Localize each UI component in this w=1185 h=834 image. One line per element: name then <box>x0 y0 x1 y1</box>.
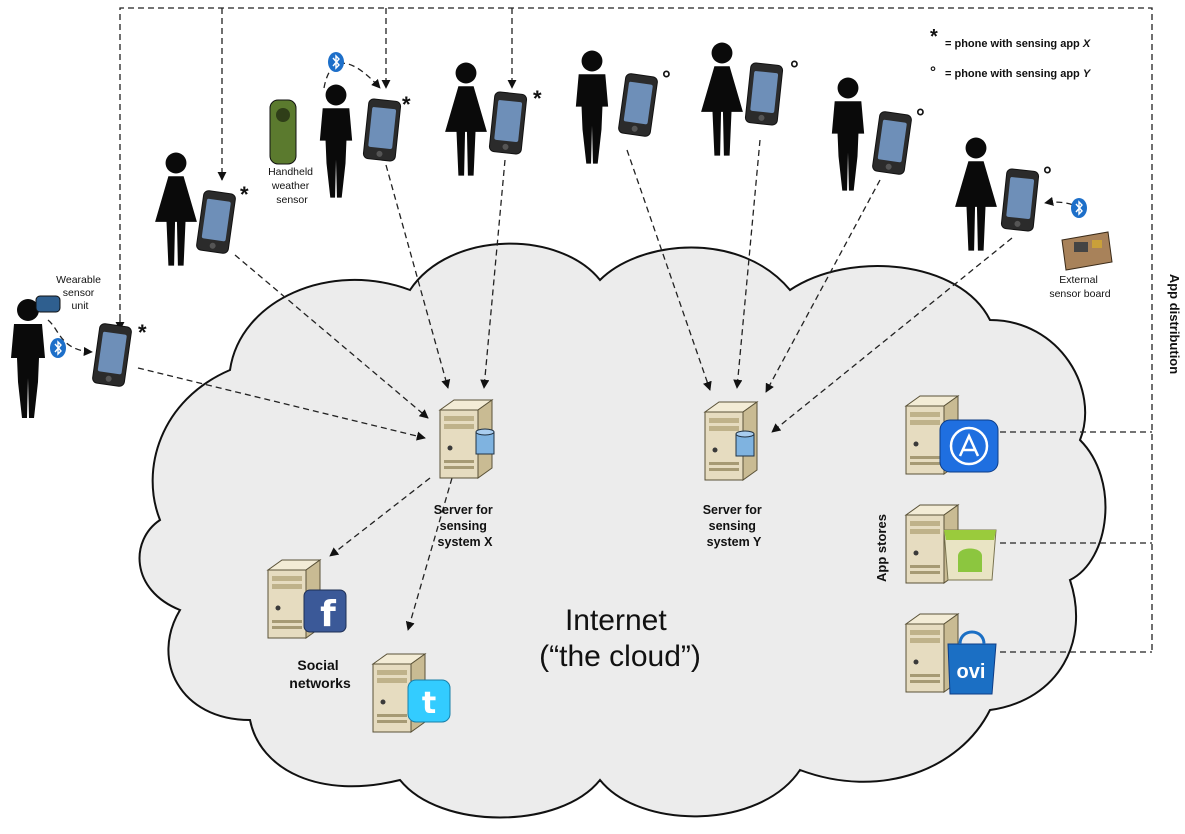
phone-icon <box>744 61 784 127</box>
handheld-weather-sensor-icon <box>269 99 297 165</box>
wearable-sensor-icon <box>35 295 61 313</box>
phone-ring: ° <box>662 66 671 91</box>
phone-icon <box>1000 167 1040 233</box>
phone-star: * <box>533 86 542 111</box>
phone-icon <box>195 189 237 255</box>
phone-icon <box>871 110 913 176</box>
phone-ring: ° <box>1043 162 1052 187</box>
svg-text:t: t <box>422 686 436 721</box>
phone-star: * <box>240 182 249 207</box>
phone-star: * <box>402 92 411 117</box>
app-store-icon <box>939 419 999 473</box>
legend-line-y: = phone with sensing app Y <box>945 68 1092 80</box>
internet-label: Internet (“the cloud”) <box>539 604 701 673</box>
external-sensor-board-icon <box>1061 231 1113 271</box>
external-label: External sensor board <box>1049 274 1110 300</box>
person-icon <box>575 50 609 164</box>
wearable-label: Wearable sensor unit <box>56 274 104 312</box>
app-stores-label: App stores <box>874 514 889 582</box>
server-x-label: Server for sensing system X <box>434 503 497 549</box>
phone-icon <box>488 90 528 156</box>
person-icon <box>955 137 997 251</box>
legend-line-x: = phone with sensing app X <box>945 38 1091 50</box>
person-icon <box>445 62 487 176</box>
ovi-store-icon: ovi <box>947 630 997 695</box>
svg-text:f: f <box>320 594 336 635</box>
phone-icon <box>91 322 133 388</box>
legend-star-symbol: * <box>930 26 938 48</box>
server-y-label: Server for sensing system Y <box>703 503 766 549</box>
phone-icon <box>362 97 402 163</box>
phone-star: * <box>138 320 147 345</box>
person-icon <box>701 42 743 156</box>
handheld-label: Handheld weather sensor <box>268 166 316 206</box>
database-icon <box>475 428 495 455</box>
phone-ring: ° <box>790 56 799 81</box>
svg-text:ovi: ovi <box>957 661 986 683</box>
android-market-icon <box>943 529 997 581</box>
social-networks-label: Social networks <box>289 657 351 691</box>
person-icon <box>319 84 353 198</box>
person-icon <box>155 152 197 266</box>
phone-ring: ° <box>916 104 925 129</box>
bluetooth-icon <box>49 337 67 359</box>
person-icon <box>11 299 45 418</box>
bluetooth-icon <box>327 51 345 73</box>
twitter-icon: t <box>407 679 451 723</box>
facebook-icon: f <box>303 589 347 635</box>
legend-ring-symbol: ° <box>930 64 936 81</box>
app-distribution-label: App distribution <box>1167 274 1182 374</box>
bluetooth-icon <box>1070 197 1088 219</box>
person-icon <box>831 77 865 191</box>
phone-icon <box>617 72 659 138</box>
database-icon <box>735 430 755 457</box>
